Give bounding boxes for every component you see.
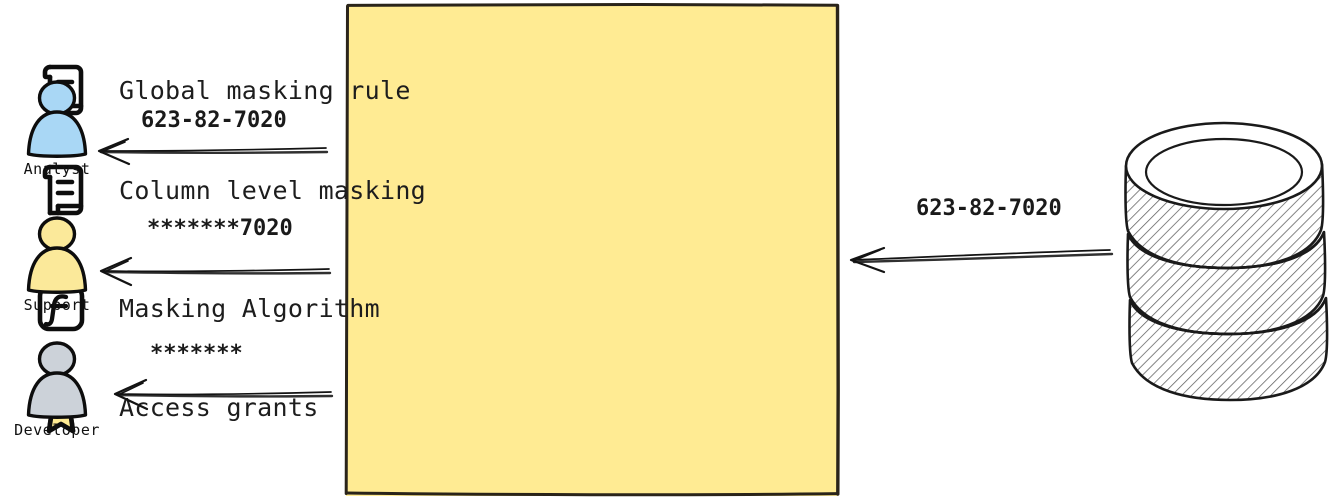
person-icon — [26, 216, 88, 294]
actor-label: Support — [23, 296, 91, 314]
policy-item-label: Access grants — [119, 392, 319, 422]
actor-label: Analyst — [23, 160, 91, 178]
actor-developer[interactable]: Developer — [2, 339, 112, 439]
actor-support[interactable]: Support — [2, 214, 112, 314]
policy-item-column-level-masking[interactable]: Column level masking — [32, 155, 472, 225]
actor-label: Developer — [14, 421, 100, 439]
policy-panel — [346, 5, 838, 496]
policy-item-masking-algorithm[interactable]: Masking Algorithm — [32, 273, 472, 343]
policy-item-label: Global masking rule — [119, 75, 411, 105]
policy-item-label: Masking Algorithm — [119, 293, 380, 323]
arrow-label-analyst: 623-82-7020 — [141, 108, 287, 133]
scroll-icon — [32, 159, 90, 221]
arrow-db-to-panel — [849, 246, 1114, 274]
arrow-label-support: *******7020 — [147, 216, 293, 241]
database-icon — [1112, 118, 1340, 408]
arrow-label-developer: ******* — [150, 341, 243, 366]
arrow-label-database: 623-82-7020 — [916, 196, 1062, 221]
actor-analyst[interactable]: Analyst — [2, 78, 112, 178]
person-icon — [26, 341, 88, 419]
policy-item-label: Column level masking — [119, 175, 427, 205]
person-icon — [26, 80, 88, 158]
